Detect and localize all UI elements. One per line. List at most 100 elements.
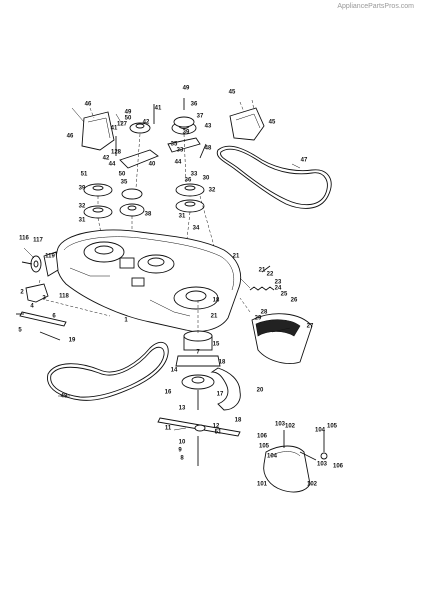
part-callout-48: 48 bbox=[205, 146, 212, 152]
part-callout-19: 19 bbox=[69, 338, 76, 344]
part-callout-42: 42 bbox=[103, 156, 110, 162]
part-callout-104: 104 bbox=[267, 454, 278, 460]
leader-lines bbox=[23, 107, 301, 431]
part-callout-118: 118 bbox=[59, 294, 69, 300]
part-callout-31: 31 bbox=[79, 218, 86, 224]
front-hanger-bracket bbox=[16, 283, 111, 341]
part-callout-12: 12 bbox=[213, 424, 220, 430]
part-callout-23: 23 bbox=[275, 280, 282, 286]
part-callout-119: 119 bbox=[45, 254, 55, 260]
part-callout-105: 105 bbox=[327, 424, 338, 430]
part-callout-24: 24 bbox=[275, 286, 282, 292]
part-callout-25: 25 bbox=[281, 292, 288, 298]
part-callout-27: 27 bbox=[307, 324, 314, 330]
part-callout-18: 18 bbox=[235, 418, 242, 424]
part-callout-10: 10 bbox=[179, 440, 186, 446]
part-callout-127: 127 bbox=[117, 122, 128, 128]
gauge-wheel-assembly bbox=[21, 251, 59, 297]
part-callout-33: 33 bbox=[191, 172, 198, 178]
callouts: 4646454547494941413650127374243393533128… bbox=[18, 86, 343, 488]
part-callout-51: 51 bbox=[215, 430, 222, 436]
part-callout-31: 31 bbox=[179, 214, 186, 220]
part-callout-39: 39 bbox=[183, 130, 190, 136]
blade bbox=[157, 417, 241, 466]
part-callout-29: 29 bbox=[255, 316, 262, 322]
part-callout-48: 48 bbox=[61, 394, 68, 400]
part-callout-41: 41 bbox=[111, 126, 118, 132]
mower-deck bbox=[55, 229, 242, 332]
part-callout-117: 117 bbox=[33, 238, 43, 244]
part-callout-105: 105 bbox=[259, 444, 270, 450]
mulch-cover bbox=[263, 430, 328, 493]
part-callout-16: 16 bbox=[165, 390, 172, 396]
deck-belt-upper bbox=[216, 145, 332, 209]
part-callout-44: 44 bbox=[175, 160, 182, 166]
part-callout-20: 20 bbox=[257, 388, 264, 394]
part-callout-103: 103 bbox=[317, 462, 328, 468]
part-callout-43: 43 bbox=[205, 124, 212, 130]
pulley-stack bbox=[83, 98, 215, 249]
part-callout-102: 102 bbox=[285, 424, 296, 430]
part-callout-6: 6 bbox=[52, 314, 56, 320]
part-callout-28: 28 bbox=[261, 310, 268, 316]
chute-spring bbox=[249, 265, 275, 291]
part-callout-47: 47 bbox=[301, 158, 308, 164]
part-callout-34: 34 bbox=[193, 226, 200, 232]
part-callout-21: 21 bbox=[233, 254, 240, 260]
part-callout-8: 8 bbox=[180, 456, 184, 462]
part-callout-41: 41 bbox=[155, 106, 162, 112]
part-callout-22: 22 bbox=[267, 272, 274, 278]
part-callout-5: 5 bbox=[18, 328, 22, 334]
deck-belt-lower bbox=[47, 341, 169, 401]
part-callout-21: 21 bbox=[259, 268, 266, 274]
part-callout-46: 46 bbox=[85, 102, 92, 108]
part-callout-44: 44 bbox=[109, 162, 116, 168]
part-callout-18: 18 bbox=[213, 298, 220, 304]
part-callout-45: 45 bbox=[229, 90, 236, 96]
watermark: AppliancePartsPros.com bbox=[337, 3, 414, 10]
part-callout-18: 18 bbox=[219, 360, 226, 366]
part-callout-102: 102 bbox=[307, 482, 318, 488]
part-callout-106: 106 bbox=[257, 434, 268, 440]
part-callout-35: 35 bbox=[121, 180, 128, 186]
part-callout-32: 32 bbox=[79, 204, 86, 210]
part-callout-32: 32 bbox=[209, 188, 216, 194]
baffle bbox=[210, 367, 241, 411]
part-callout-36: 36 bbox=[185, 178, 192, 184]
part-callout-36: 36 bbox=[191, 102, 198, 108]
part-callout-116: 116 bbox=[19, 236, 29, 242]
part-callout-3: 3 bbox=[42, 296, 46, 302]
spindle-assembly bbox=[175, 300, 221, 410]
part-callout-49: 49 bbox=[125, 110, 132, 116]
part-callout-39: 39 bbox=[79, 186, 86, 192]
part-callout-35: 35 bbox=[171, 142, 178, 148]
part-callout-37: 37 bbox=[197, 114, 204, 120]
part-callout-42: 42 bbox=[143, 120, 150, 126]
part-callout-106: 106 bbox=[333, 464, 344, 470]
part-callout-103: 103 bbox=[275, 422, 286, 428]
part-callout-17: 17 bbox=[217, 392, 224, 398]
part-callout-4: 4 bbox=[30, 304, 34, 310]
part-callout-101: 101 bbox=[257, 482, 268, 488]
part-callout-38: 38 bbox=[145, 212, 152, 218]
part-callout-2: 2 bbox=[20, 290, 24, 296]
belt-cover-right bbox=[229, 99, 265, 141]
part-callout-50: 50 bbox=[125, 116, 132, 122]
part-callout-14: 14 bbox=[171, 368, 178, 374]
part-callout-15: 15 bbox=[213, 342, 220, 348]
belt-cover-left bbox=[81, 107, 115, 151]
part-callout-9: 9 bbox=[178, 448, 182, 454]
part-callout-46: 46 bbox=[67, 134, 74, 140]
part-callout-40: 40 bbox=[149, 162, 156, 168]
part-callout-33: 33 bbox=[177, 148, 184, 154]
part-callout-49: 49 bbox=[183, 86, 190, 92]
part-callout-21: 21 bbox=[211, 314, 218, 320]
part-callout-45: 45 bbox=[269, 120, 276, 126]
part-callout-128: 128 bbox=[111, 150, 122, 156]
part-callout-26: 26 bbox=[291, 298, 298, 304]
part-callout-11: 11 bbox=[165, 426, 172, 432]
part-callout-104: 104 bbox=[315, 428, 326, 434]
part-callout-30: 30 bbox=[203, 176, 210, 182]
part-callout-50: 50 bbox=[119, 172, 126, 178]
